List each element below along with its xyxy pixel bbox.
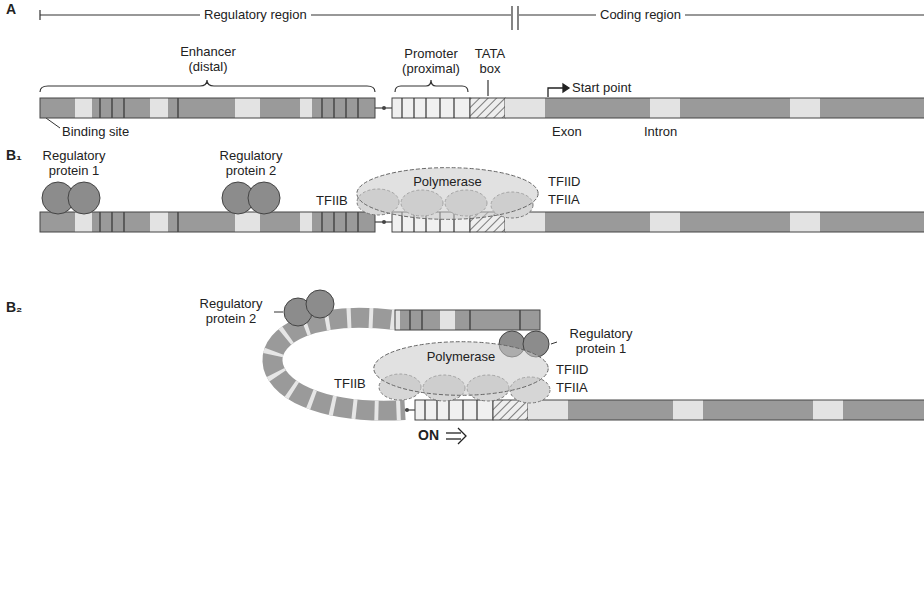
- part-label: Promoter (proximal): [386, 46, 476, 76]
- polymerase-ellipse: Polymerase: [355, 166, 540, 221]
- region-label: Regulatory region: [200, 7, 311, 22]
- state-label: ON: [418, 428, 439, 443]
- part-label: Exon: [552, 124, 582, 139]
- protein-label: Regulatory protein 2: [190, 296, 272, 326]
- factor-label: TFIID: [556, 362, 589, 377]
- dna-coding: [398, 400, 924, 420]
- protein-label: Regulatory protein 2: [210, 148, 292, 178]
- factor-label: TFIIA: [556, 380, 588, 395]
- part-label: TATA box: [470, 46, 510, 76]
- protein-label: Regulatory protein 1: [34, 148, 114, 178]
- regulatory-protein: [42, 182, 280, 214]
- factor-label: TFIIA: [548, 192, 580, 207]
- region-label: Coding region: [596, 7, 685, 22]
- start-arrow: [548, 84, 569, 97]
- part-label: Intron: [644, 124, 677, 139]
- panel-letter: B₁: [6, 148, 22, 163]
- ellipse-outline: [372, 340, 550, 397]
- leader-line: [274, 312, 557, 344]
- node-text: Polymerase: [355, 166, 540, 189]
- part-label: Binding site: [62, 124, 129, 139]
- part-label: Enhancer (distal): [168, 44, 248, 74]
- protein-label: Regulatory protein 1: [560, 326, 642, 356]
- dna-coding: [375, 98, 924, 118]
- dna-enhancer: [40, 212, 375, 232]
- polymerase-ellipse: Polymerase: [372, 340, 550, 397]
- dna-enhancer: [40, 98, 375, 118]
- part-label: Start point: [572, 80, 631, 95]
- brace: [40, 80, 488, 96]
- on-arrow: [446, 428, 466, 444]
- panel-letter: A: [6, 2, 16, 17]
- factor-label: TFIIB: [316, 193, 348, 208]
- leader-line: [46, 118, 60, 128]
- region-lines: [40, 6, 924, 30]
- node-text: Polymerase: [372, 340, 550, 364]
- factor-label: TFIID: [548, 174, 581, 189]
- factor-label: TFIIB: [334, 376, 366, 391]
- panel-letter: B₂: [6, 300, 22, 315]
